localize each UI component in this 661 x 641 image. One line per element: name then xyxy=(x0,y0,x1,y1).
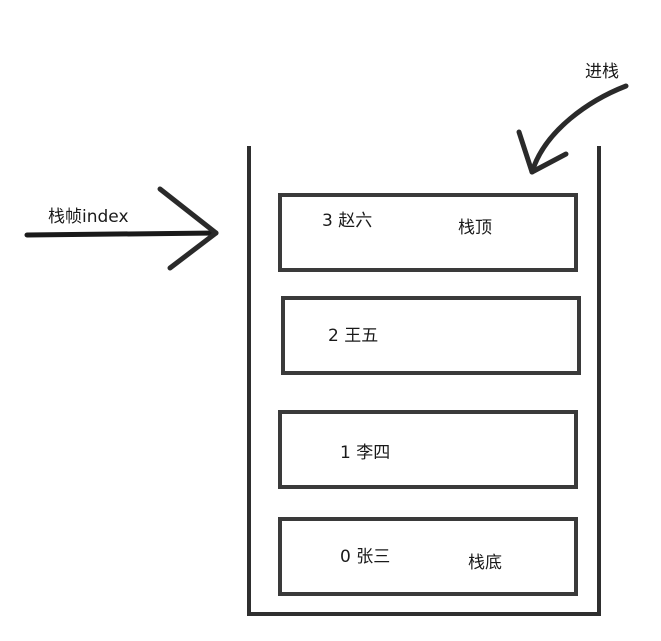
push-arrow-head xyxy=(516,129,569,175)
stack-top-label: 栈顶 xyxy=(458,218,492,238)
frame-pointer-head xyxy=(157,186,219,271)
stack-frame-box xyxy=(278,410,578,489)
stack-frame-box xyxy=(278,193,578,272)
stack-frame-box xyxy=(281,296,581,375)
stack-frame-1: 1 李四 xyxy=(278,410,578,489)
stack-frame-2: 2 王五 xyxy=(281,296,581,375)
stack-frame-label: 3 赵六 xyxy=(322,211,372,231)
stack-frame-label: 1 李四 xyxy=(340,443,390,463)
stack-frame-box xyxy=(278,517,578,596)
stack-frame-3: 3 赵六 栈顶 xyxy=(278,193,578,272)
frame-pointer-label: 栈帧index xyxy=(48,207,129,227)
stack-container xyxy=(247,146,601,616)
push-label: 进栈 xyxy=(585,62,619,82)
stack-frame-label: 0 张三 xyxy=(340,547,390,567)
push-arrow xyxy=(516,83,629,175)
push-arrow-curve xyxy=(529,83,629,175)
frame-pointer-shaft xyxy=(24,230,219,238)
stack-bottom-label: 栈底 xyxy=(468,553,502,573)
frame-pointer-arrow xyxy=(24,186,219,271)
stack-frame-label: 2 王五 xyxy=(328,326,378,346)
stack-frame-0: 0 张三 栈底 xyxy=(278,517,578,596)
